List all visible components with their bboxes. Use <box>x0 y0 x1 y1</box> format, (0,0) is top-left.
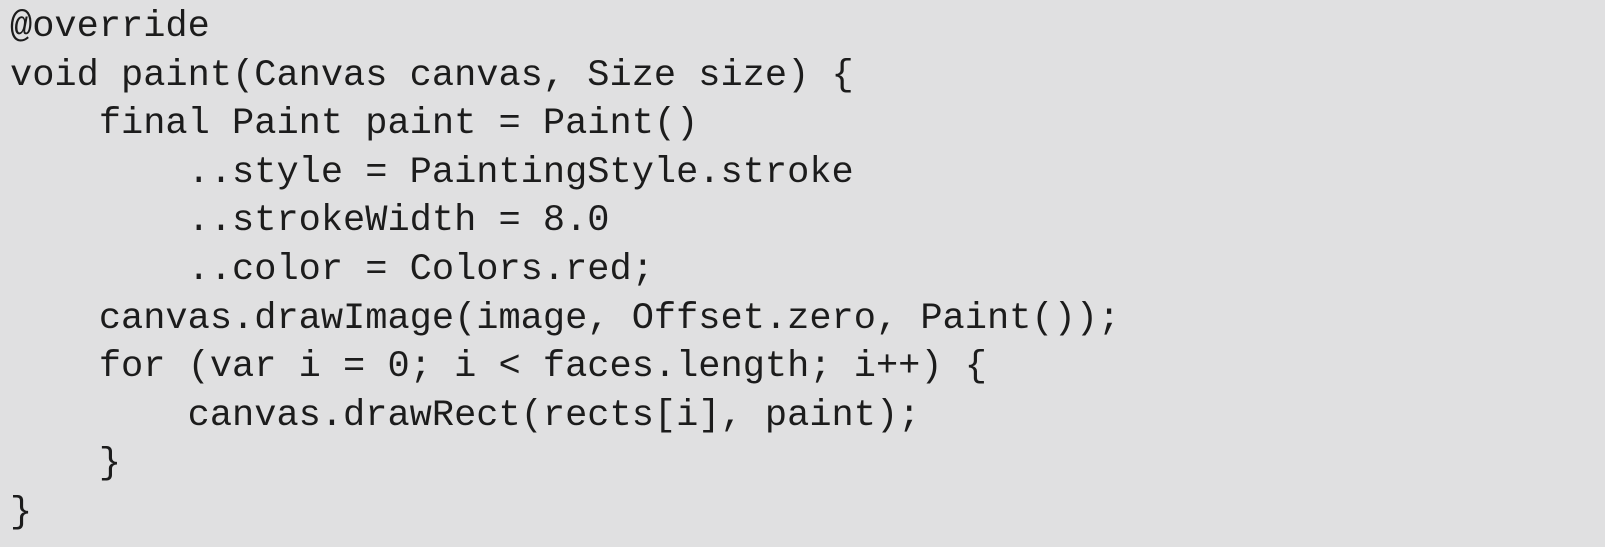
code-line: final Paint paint = Paint() <box>10 103 699 146</box>
code-line: canvas.drawRect(rects[i], paint); <box>10 394 921 437</box>
code-line: void paint(Canvas canvas, Size size) { <box>10 54 854 97</box>
code-line: ..color = Colors.red; <box>10 248 654 291</box>
code-line: } <box>10 491 33 534</box>
code-line: ..strokeWidth = 8.0 <box>10 200 610 243</box>
code-line: for (var i = 0; i < faces.length; i++) { <box>10 346 987 389</box>
code-line: ..style = PaintingStyle.stroke <box>10 151 854 194</box>
code-line: } <box>10 443 122 486</box>
code-line: @override <box>10 6 210 48</box>
code-line: canvas.drawImage(image, Offset.zero, Pai… <box>10 297 1121 340</box>
page-bottom-margin <box>0 547 1605 552</box>
